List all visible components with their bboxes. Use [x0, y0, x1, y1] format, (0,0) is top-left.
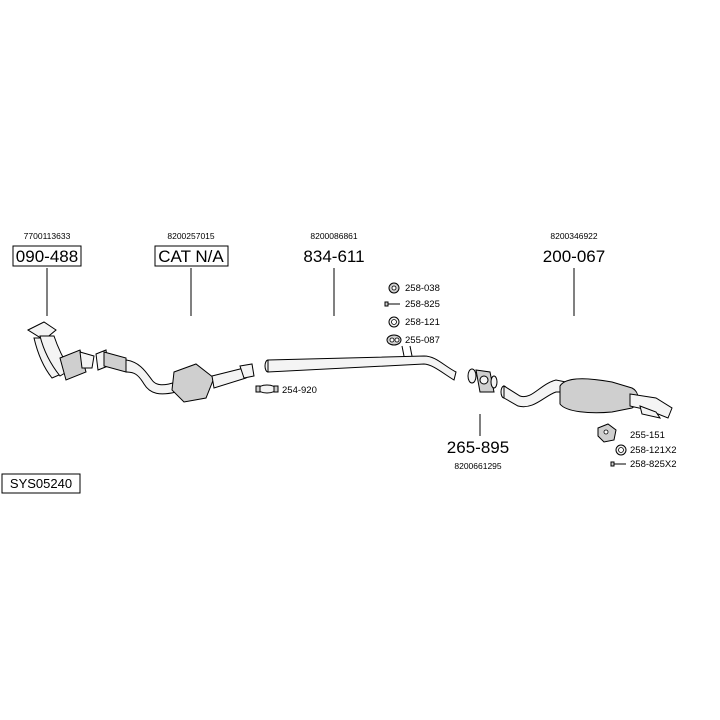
part-number-cat[interactable]: CAT N/A — [158, 247, 224, 266]
part-number-090-488[interactable]: 090-488 — [16, 247, 78, 266]
part-number-834-611[interactable]: 834-611 — [303, 247, 364, 266]
fitting-label: 258-825X2 — [630, 459, 676, 470]
fitting-label: 258-825 — [405, 299, 440, 310]
oe-number-200-067: 8200346922 — [550, 231, 598, 241]
front-pipe-drawing[interactable] — [26, 321, 127, 381]
connector-265-895-drawing[interactable] — [467, 368, 498, 393]
oe-number-265-895: 8200661295 — [454, 461, 502, 471]
hanger-on-pipe-icon — [401, 345, 413, 357]
fitting-label: 255-151 — [630, 430, 665, 441]
bolt-icon — [610, 461, 626, 467]
part-number-265-895[interactable]: 265-895 — [447, 438, 509, 457]
system-id-box — [1, 473, 81, 494]
fitting-label: 258-121 — [405, 317, 440, 328]
oe-number-834-611: 8200086861 — [310, 231, 358, 241]
bolt-icon — [384, 301, 400, 307]
catalytic-converter-drawing[interactable] — [125, 359, 255, 403]
bracket-icon — [597, 423, 617, 443]
oe-number-cat: 8200257015 — [167, 231, 215, 241]
intermediate-pipe-drawing[interactable] — [264, 355, 457, 381]
fitting-clamp-label: 254-920 — [282, 385, 317, 396]
part-number-200-067[interactable]: 200-067 — [543, 247, 605, 266]
fitting-label: 255-087 — [405, 335, 440, 346]
system-id: SYS05240 — [10, 476, 72, 491]
rear-silencer-drawing[interactable] — [500, 378, 673, 419]
fitting-label: 258-038 — [405, 283, 440, 294]
ring-icon — [615, 444, 627, 456]
part-number-box — [12, 245, 82, 267]
ring-icon — [388, 316, 400, 328]
fitting-label: 258-121X2 — [630, 445, 676, 456]
hanger-icon — [386, 334, 402, 346]
nut-icon — [388, 282, 400, 294]
oe-number-090-488: 7700113633 — [24, 231, 71, 241]
clamp-254-920-icon[interactable] — [255, 384, 279, 394]
part-number-box — [154, 245, 229, 267]
